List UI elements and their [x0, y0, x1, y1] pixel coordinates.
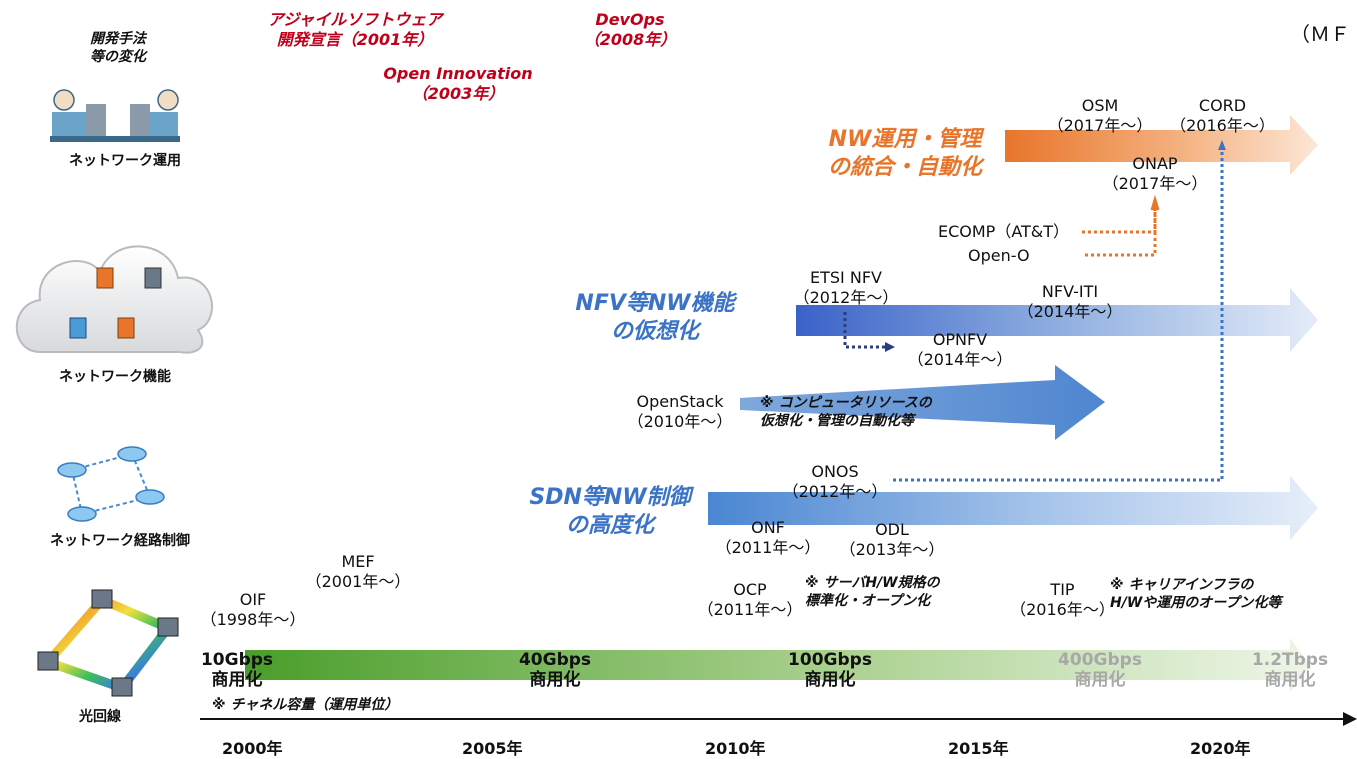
agile-manifesto: アジャイルソフトウェア開発宣言（2001年） [267, 10, 443, 49]
theme-nw-ops: NW運用・管理の統合・自動化 [827, 127, 982, 180]
openstack-arrow [740, 365, 1105, 440]
optical-ring-icon [37, 589, 179, 697]
channel-note: ※ チャネル容量（運用単位） [212, 697, 399, 713]
item-cord: CORD（2016年～） [1170, 96, 1275, 135]
item-oif: OIF（1998年～） [200, 590, 306, 629]
category-optical-line: 光回線 [79, 709, 121, 725]
open-innovation: Open Innovation（2003年） [383, 64, 533, 103]
connector-lines [843, 140, 1226, 482]
item-odl: ODL（2013年～） [839, 520, 945, 559]
category-network-operation: ネットワーク運用 [69, 153, 181, 169]
unit-label: （ＭＦ [1290, 22, 1350, 46]
year-2010: 2010年 [705, 739, 766, 758]
ocp-note: ※ サーバH/W規格の標準化・オープン化 [805, 575, 940, 609]
item-onap: ONAP（2017年～） [1102, 154, 1208, 193]
cloud-icon [15, 245, 213, 354]
item-ecomp: ECOMP（AT&T） [938, 222, 1070, 241]
operators-icon [50, 89, 180, 142]
item-onos: ONOS（2012年～） [782, 462, 888, 501]
item-tip: TIP（2016年～） [1010, 580, 1115, 619]
item-nfv-iti: NFV-ITI（2014年～） [1017, 282, 1123, 321]
item-opnfv: OPNFV（2014年～） [907, 330, 1013, 369]
method-change-label: 開発手法等の変化 [90, 31, 146, 65]
year-2020: 2020年 [1190, 739, 1251, 758]
item-mef: MEF（2001年～） [305, 552, 411, 591]
nfv-arrow [796, 288, 1318, 352]
category-network-function: ネットワーク機能 [59, 369, 171, 385]
nw-ops-arrow [1005, 115, 1318, 175]
item-openstack: OpenStack（2010年～） [627, 392, 733, 431]
theme-sdn: SDN等NW制御の高度化 [529, 485, 691, 538]
item-osm: OSM（2017年～） [1047, 96, 1153, 135]
theme-nfv: NFV等NW機能の仮想化 [575, 291, 735, 344]
router-network-icon [71, 453, 151, 515]
openstack-note: ※ コンピュータリソースの仮想化・管理の自動化等 [760, 395, 932, 429]
year-2000: 2000年 [222, 739, 283, 758]
sdn-arrow [708, 476, 1318, 540]
item-etsi-nfv: ETSI NFV（2012年～） [793, 268, 899, 307]
category-network-routing: ネットワーク経路制御 [50, 533, 190, 549]
year-2015: 2015年 [948, 739, 1009, 758]
year-2005: 2005年 [462, 739, 523, 758]
item-open-o: Open-O [968, 246, 1030, 265]
item-onf: ONF（2011年～） [715, 518, 821, 557]
item-ocp: OCP（2011年～） [697, 580, 803, 619]
optical-speed-arrow [245, 638, 1310, 692]
timeline-axis [200, 712, 1357, 726]
devops: DevOps（2008年） [583, 10, 677, 49]
